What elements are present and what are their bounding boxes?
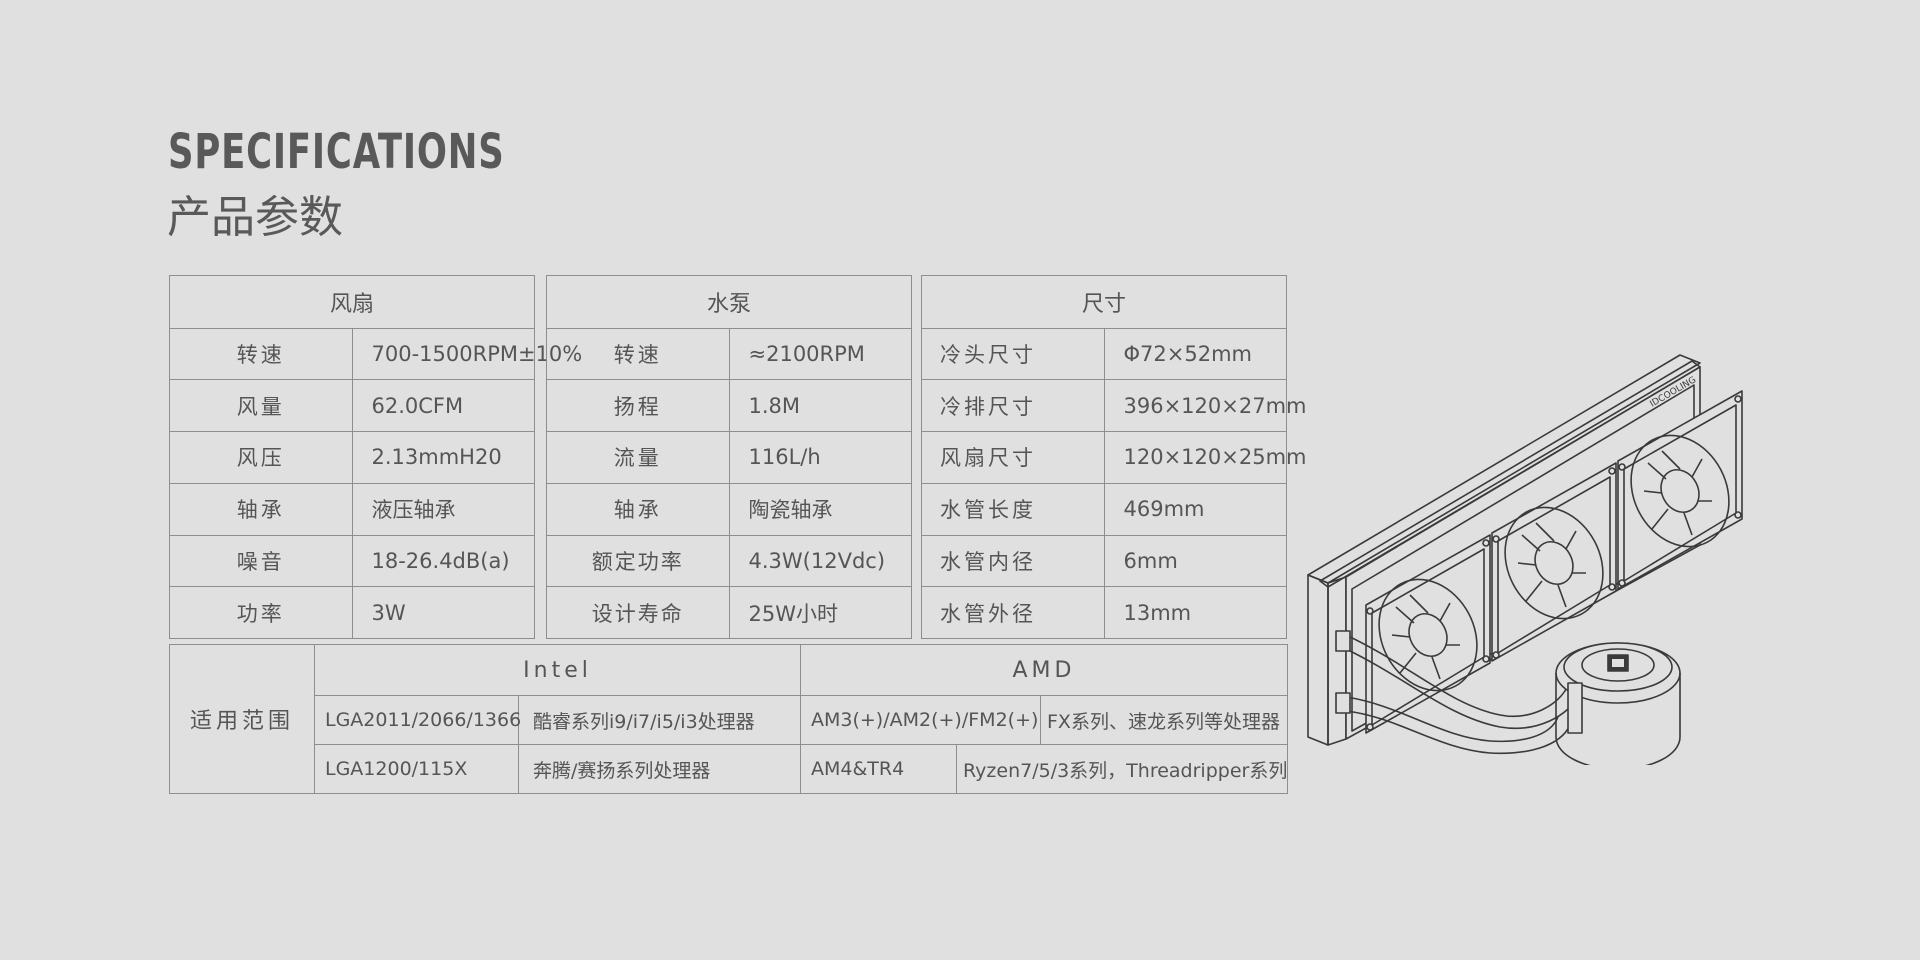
fan-bearing-label: 轴承 — [169, 482, 353, 536]
pump-speed-value: ≈2100RPM — [728, 327, 912, 381]
pump-bearing-label: 轴承 — [546, 482, 730, 536]
intel-socket-cell: LGA1200/115X — [314, 744, 519, 794]
amd-socket-cell: AM3(+)/AM2(+)/FM2(+) — [800, 695, 1041, 745]
tube-inner-diameter-label: 水管内径 — [921, 534, 1105, 588]
tube-length-value: 469mm — [1103, 482, 1287, 536]
pump-block-icon — [1555, 642, 1681, 765]
tube-outer-diameter-label: 水管外径 — [921, 586, 1105, 639]
fan-noise-label: 噪音 — [169, 534, 353, 588]
fan-3-icon — [1617, 390, 1743, 590]
fan-size-label: 风扇尺寸 — [921, 431, 1105, 484]
amd-socket-cell: AM4&TR4 — [800, 744, 957, 794]
fan-speed-value: 700-1500RPM±10% — [351, 327, 582, 381]
title-chinese: 产品参数 — [167, 192, 343, 243]
tube-length-label: 水管长度 — [921, 482, 1105, 536]
tube-outer-diameter-value: 13mm — [1103, 586, 1287, 639]
fan-airflow-label: 风量 — [169, 379, 353, 433]
pump-flow-label: 流量 — [546, 431, 730, 484]
compatibility-table: 适用范围 Intel AMD LGA2011/2066/1366 酷睿系列i9/… — [169, 644, 1288, 794]
fan-airflow-value: 62.0CFM — [351, 379, 535, 433]
fan-power-label: 功率 — [169, 586, 353, 639]
table-row: LGA1200/115X 奔腾/赛扬系列处理器 AM4&TR4 Ryzen7/5… — [170, 744, 1288, 794]
pump-lifespan-value: 25W小时 — [728, 586, 912, 639]
tube-inner-diameter-value: 6mm — [1103, 534, 1287, 588]
fan-power-value: 3W — [351, 586, 535, 639]
amd-cpu-cell: Ryzen7/5/3系列，Threadripper系列 — [956, 744, 1288, 794]
block-size-value: Φ72×52mm — [1103, 327, 1287, 381]
amd-header: AMD — [800, 644, 1288, 696]
pump-head-value: 1.8M — [728, 379, 912, 433]
pump-flow-value: 116L/h — [728, 431, 912, 484]
tubes-icon — [1335, 630, 1581, 755]
radiator-size-label: 冷排尺寸 — [921, 379, 1105, 433]
title-english: SPECIFICATIONS — [168, 124, 505, 180]
block-size-label: 冷头尺寸 — [921, 327, 1105, 381]
radiator-size-value: 396×120×27mm — [1103, 379, 1307, 433]
pump-bearing-value: 陶瓷轴承 — [728, 482, 912, 536]
table-row: 轴承液压轴承 — [169, 482, 535, 536]
compatibility-label: 适用范围 — [169, 644, 315, 794]
intel-cpu-cell: 奔腾/赛扬系列处理器 — [518, 744, 801, 794]
pump-rated-power-value: 4.3W(12Vdc) — [728, 534, 912, 588]
fan-pressure-value: 2.13mmH20 — [351, 431, 535, 484]
fan-pressure-label: 风压 — [169, 431, 353, 484]
dimensions-table-header: 尺寸 — [921, 275, 1287, 329]
intel-socket-cell: LGA2011/2066/1366 — [314, 695, 521, 745]
table-row: LGA2011/2066/1366 酷睿系列i9/i7/i5/i3处理器 AM3… — [170, 695, 1288, 745]
fan-1-icon — [1365, 534, 1491, 734]
fan-2-icon — [1491, 462, 1617, 662]
intel-cpu-cell: 酷睿系列i9/i7/i5/i3处理器 — [518, 695, 801, 745]
aio-cooler-illustration: IDCOOLING — [1307, 354, 1743, 765]
fan-table-header: 风扇 — [169, 275, 535, 329]
amd-cpu-cell: FX系列、速龙系列等处理器 — [1040, 695, 1288, 745]
pump-head-label: 扬程 — [546, 379, 730, 433]
fan-noise-value: 18-26.4dB(a) — [351, 534, 535, 588]
intel-header: Intel — [314, 644, 801, 696]
radiator-tank-icon — [1307, 574, 1329, 746]
fan-size-value: 120×120×25mm — [1103, 431, 1307, 484]
pump-speed-label: 转速 — [546, 327, 730, 381]
fan-bearing-value: 液压轴承 — [351, 482, 535, 536]
table-row: 轴承陶瓷轴承 — [546, 482, 912, 536]
pump-table-header: 水泵 — [546, 275, 912, 329]
table-row: 转速≈2100RPM — [546, 327, 912, 381]
pump-rated-power-label: 额定功率 — [546, 534, 730, 588]
fan-speed-label: 转速 — [169, 327, 353, 381]
pump-lifespan-label: 设计寿命 — [546, 586, 730, 639]
